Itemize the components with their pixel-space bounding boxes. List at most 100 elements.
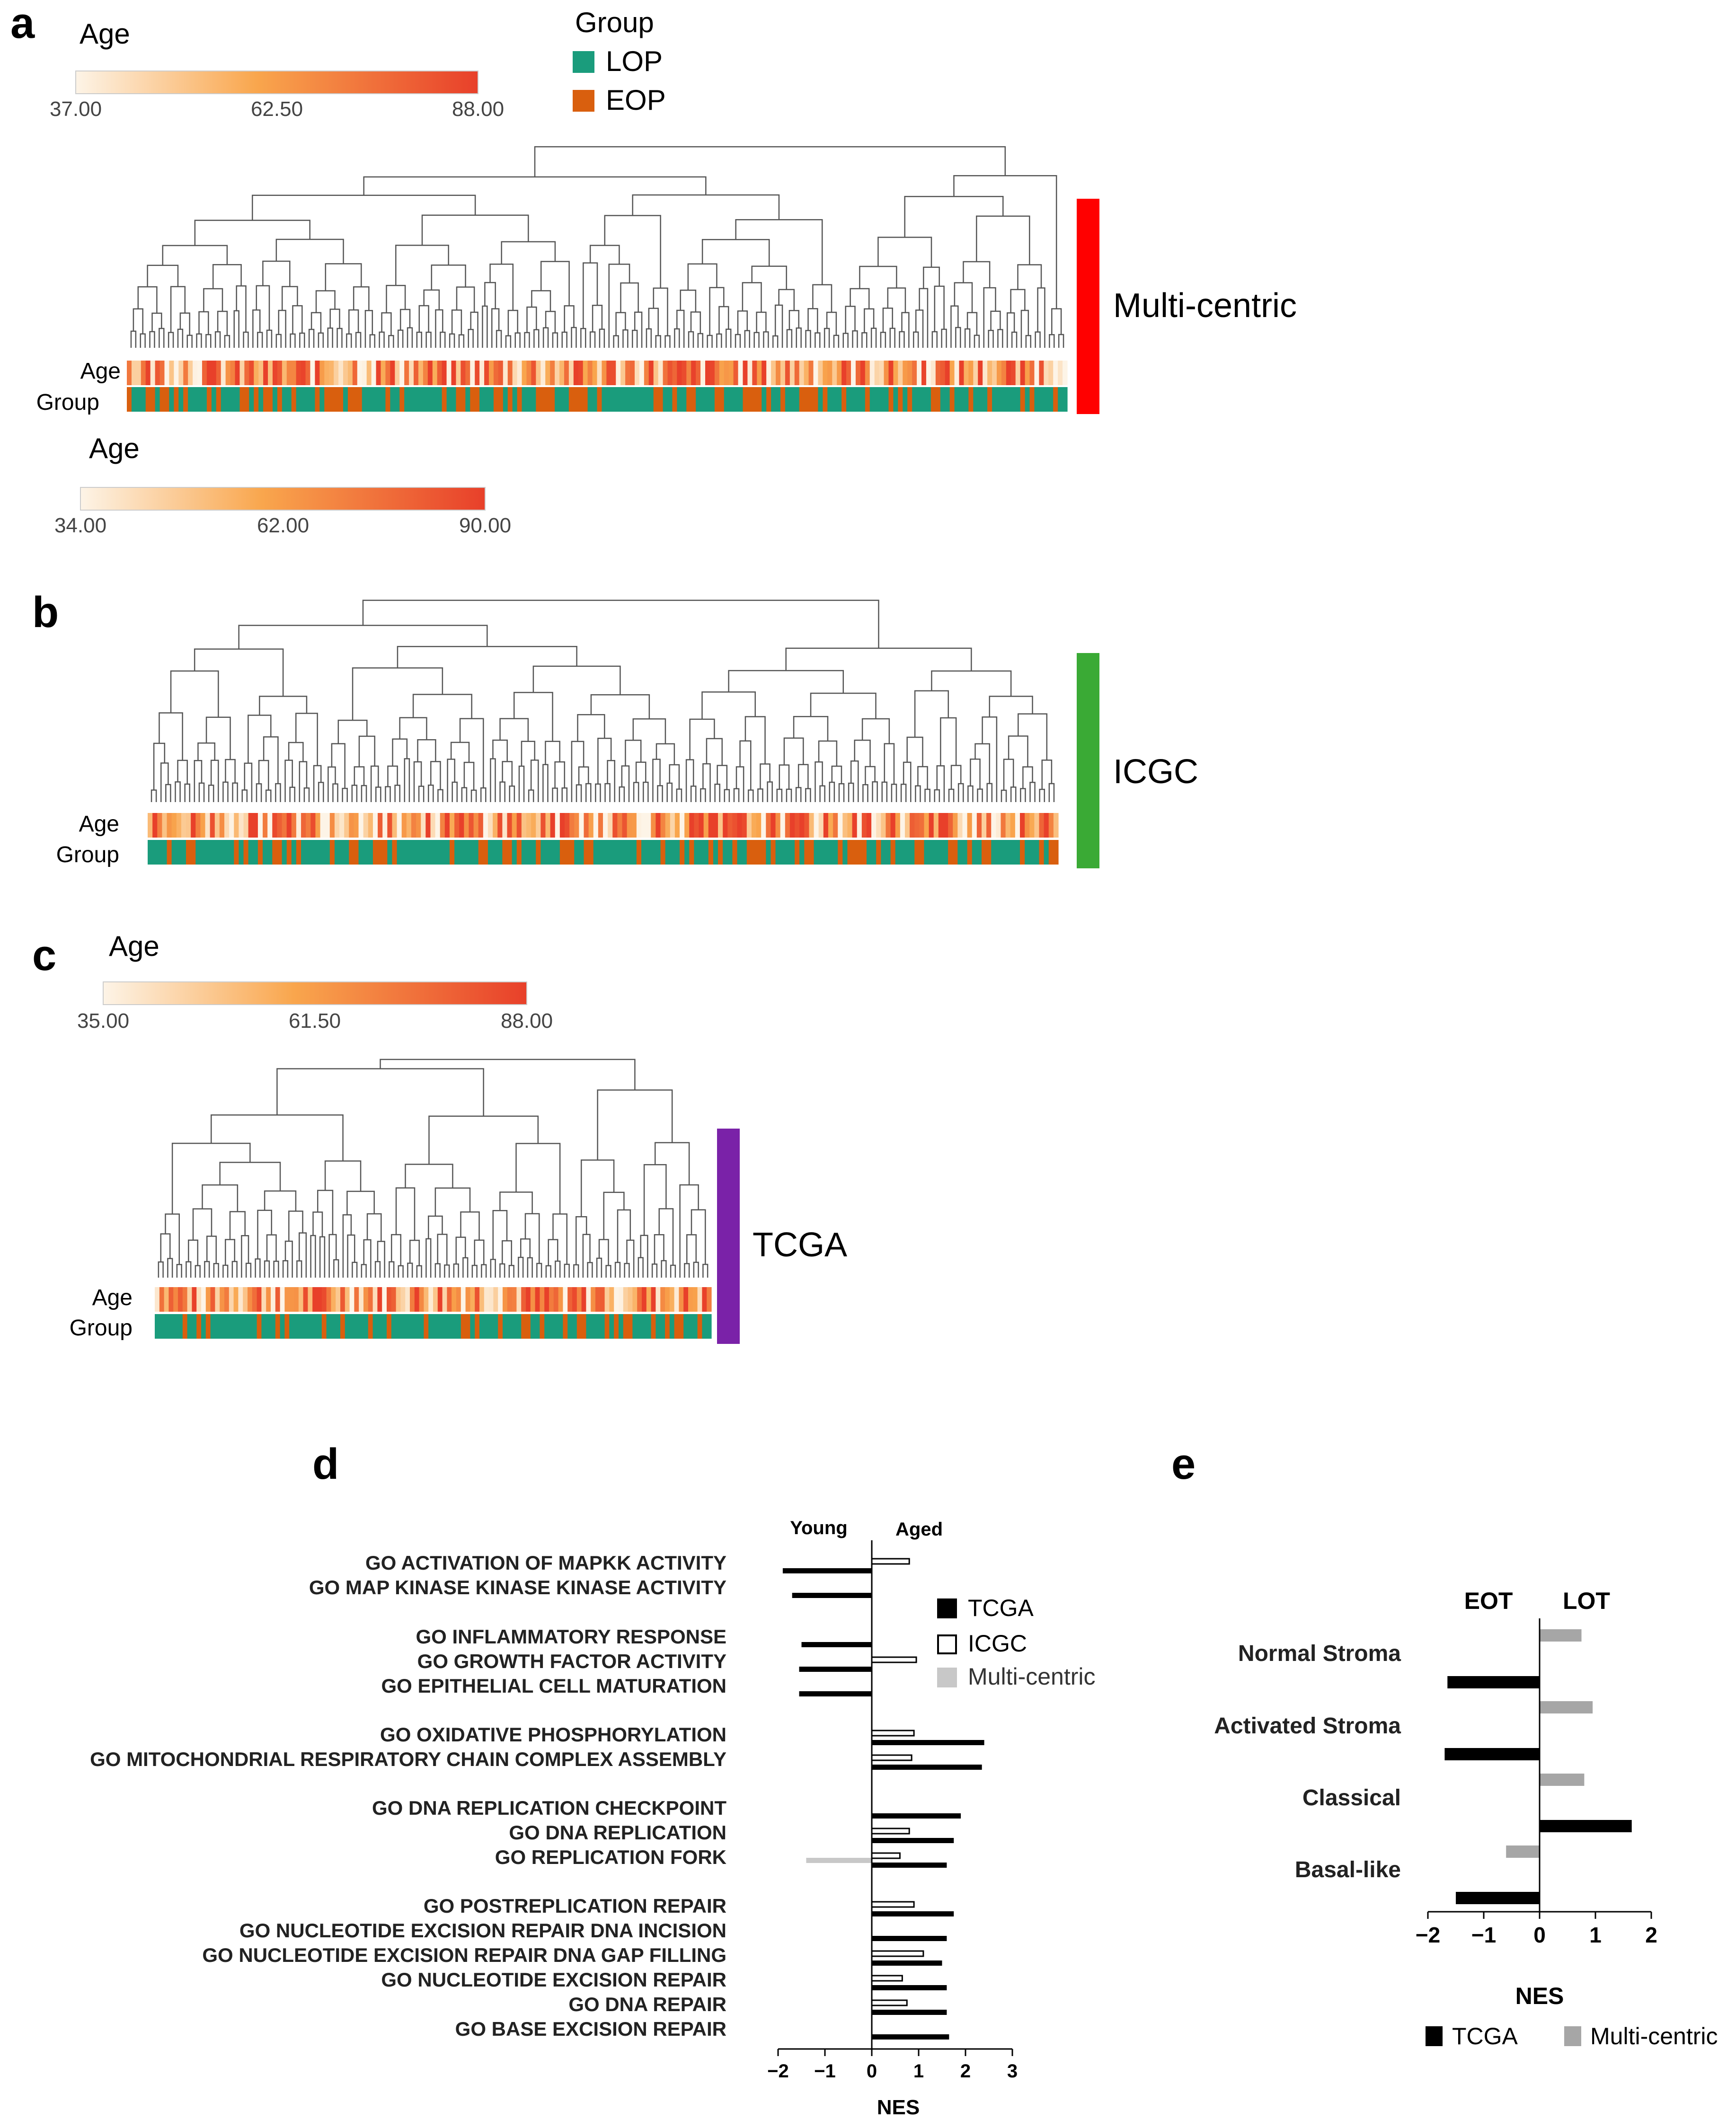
age-cell	[549, 1287, 554, 1312]
dendrogram-link	[407, 1263, 413, 1278]
dendrogram-link	[689, 718, 715, 760]
age-cell	[996, 361, 1002, 385]
dendrogram-link	[518, 1256, 524, 1278]
dendrogram-link	[149, 331, 155, 348]
age-cell	[229, 1287, 234, 1312]
dendrogram-link	[398, 329, 404, 348]
group-cell	[164, 387, 170, 412]
dendrogram-link	[331, 743, 345, 789]
age-cell	[703, 813, 709, 838]
age-cell	[484, 1287, 489, 1312]
age-cell	[271, 1287, 276, 1312]
age-cell	[359, 1287, 364, 1312]
age-cell	[152, 813, 158, 838]
group-cell	[842, 840, 848, 865]
age-cell	[732, 813, 738, 838]
panel-e-legend-tcga-swatch	[1426, 2026, 1443, 2046]
group-cell	[340, 1314, 345, 1339]
age-cell	[176, 813, 182, 838]
group-cell	[321, 1314, 327, 1339]
dendrogram-link	[222, 781, 229, 802]
group-cell	[263, 387, 268, 412]
age-cell	[131, 361, 137, 385]
age-cell	[869, 361, 875, 385]
age-cell	[169, 361, 174, 385]
group-cell	[602, 387, 607, 412]
group-cell	[588, 840, 594, 865]
dendrogram-link	[186, 1261, 192, 1278]
group-cell	[430, 840, 436, 865]
dendrogram-link	[528, 789, 534, 802]
age-cell	[1039, 813, 1045, 838]
panel-b-group-row-label: Group	[56, 842, 119, 867]
age-cell	[178, 1287, 183, 1312]
group-cell	[550, 387, 555, 412]
dendrogram-link	[903, 761, 912, 802]
group-cell	[173, 1314, 178, 1339]
dendrogram-link	[288, 742, 304, 762]
dendrogram-link	[819, 785, 825, 802]
group-cell	[254, 387, 259, 412]
dendrogram-link	[964, 328, 971, 348]
age-cell	[943, 813, 948, 838]
dendrogram-link	[1058, 334, 1064, 348]
group-cell	[940, 387, 946, 412]
age-cell	[581, 1287, 586, 1312]
group-cell	[210, 1314, 215, 1339]
group-cell	[235, 387, 240, 412]
group-cell	[423, 387, 428, 412]
group-cell	[410, 1314, 415, 1339]
dendrogram-link	[205, 716, 231, 760]
age-cell	[234, 813, 239, 838]
group-cell	[483, 840, 488, 865]
lop-legend-swatch	[573, 51, 594, 73]
panel-e-xtick-label: 1	[1589, 1923, 1602, 1947]
dendrogram-link	[231, 1261, 238, 1278]
group-cell	[818, 387, 823, 412]
panel-d-bar-icgc	[871, 1852, 901, 1859]
group-cell	[732, 840, 738, 865]
age-cell	[284, 1287, 290, 1312]
group-cell	[757, 387, 762, 412]
panel-d: d Young Aged GO ACTIVATION OF MAPKK ACTI…	[90, 1440, 1095, 2119]
group-cell	[1001, 387, 1007, 412]
dendrogram-link	[739, 740, 752, 790]
group-cell	[503, 1314, 508, 1339]
age-cell	[1039, 361, 1044, 385]
age-cell	[727, 813, 733, 838]
dendrogram-link	[203, 288, 223, 312]
dendrogram-link	[1022, 766, 1033, 789]
panel-c-age-track	[155, 1287, 712, 1312]
age-cell	[620, 361, 626, 385]
dendrogram-link	[974, 743, 990, 784]
group-cell	[930, 387, 936, 412]
dendrogram-link	[490, 758, 496, 802]
age-cell	[464, 813, 469, 838]
panel-d-legend-multicentric: Multi-centric	[968, 1663, 1095, 1690]
group-cell	[586, 1314, 591, 1339]
group-cell	[907, 387, 912, 412]
age-cell	[847, 813, 853, 838]
dendrogram-link	[669, 764, 680, 789]
group-cell	[298, 1314, 304, 1339]
group-cell	[484, 1314, 489, 1339]
age-cell	[261, 1287, 266, 1312]
dendrogram-link	[312, 1211, 323, 1237]
dendrogram-link	[481, 1264, 487, 1278]
dendrogram-link	[509, 786, 515, 802]
age-cell	[387, 1287, 392, 1312]
group-cell	[746, 840, 752, 865]
age-cell	[921, 361, 927, 385]
age-cell	[272, 361, 278, 385]
age-cell	[507, 813, 513, 838]
dendrogram-link	[162, 245, 228, 265]
dendrogram-link	[774, 304, 783, 348]
dendrogram-link	[976, 215, 1030, 265]
age-cell	[959, 361, 965, 385]
age-cell	[674, 813, 680, 838]
group-cell	[531, 840, 536, 865]
group-cell	[178, 1314, 183, 1339]
group-cell	[406, 840, 412, 865]
group-cell	[1010, 387, 1016, 412]
group-cell	[991, 840, 996, 865]
